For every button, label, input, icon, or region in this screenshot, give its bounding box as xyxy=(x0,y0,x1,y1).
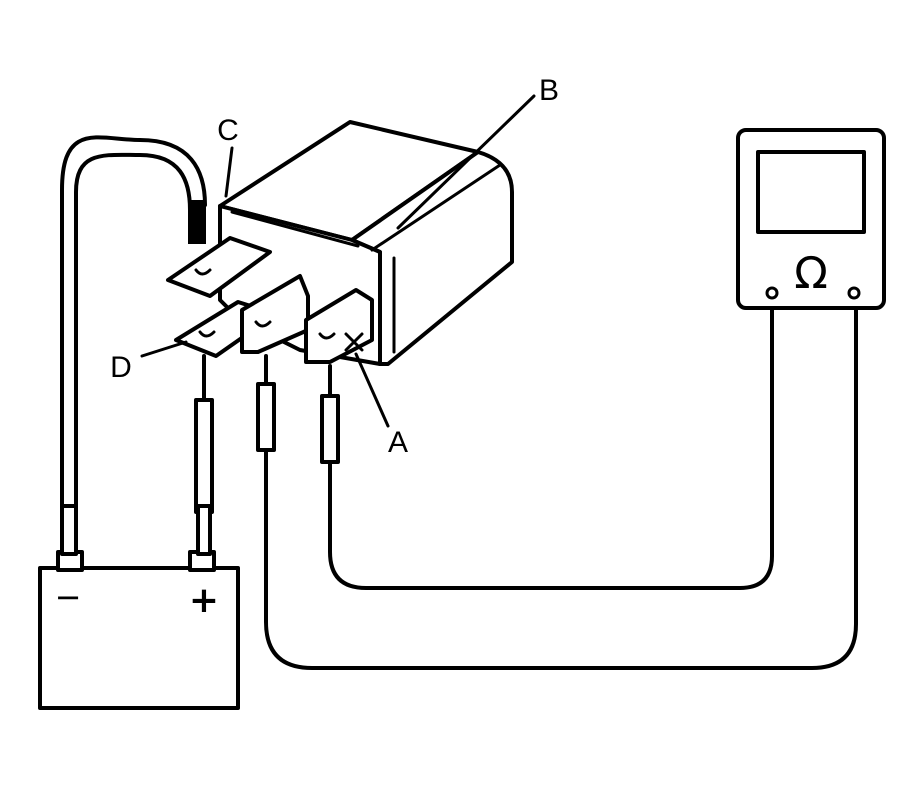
relay xyxy=(166,120,514,366)
lead-2-probe xyxy=(320,394,340,464)
ohmmeter-display xyxy=(756,150,866,234)
terminal-c xyxy=(166,236,272,298)
leader-b xyxy=(396,94,536,230)
negative-wire-outer xyxy=(60,135,207,512)
leader-d xyxy=(140,340,188,358)
leader-c xyxy=(224,146,234,198)
callouts: C B D A xyxy=(110,74,559,459)
terminal-a-slot xyxy=(318,332,336,340)
lead-2-wire xyxy=(328,298,774,590)
battery-positive-label: + xyxy=(189,580,219,621)
relay-side-face xyxy=(350,150,514,366)
negative-jumper-wire xyxy=(60,135,207,556)
relay-edge-1 xyxy=(230,210,360,248)
ohm-symbol: Ω xyxy=(794,248,828,299)
negative-wire-inner xyxy=(74,152,192,512)
label-c: C xyxy=(217,114,239,147)
negative-wire-end xyxy=(188,200,206,244)
leader-a xyxy=(354,352,390,428)
terminal-d-slot xyxy=(198,330,216,338)
ohmmeter-jack-right xyxy=(847,286,861,300)
battery: − + xyxy=(38,550,240,710)
battery-case xyxy=(38,566,240,710)
label-d: D xyxy=(110,351,132,384)
negative-wire-clip xyxy=(60,504,78,556)
terminal-middle-slot xyxy=(254,320,272,328)
ohmmeter: Ω xyxy=(736,128,886,310)
terminal-a-mark xyxy=(344,332,364,352)
battery-negative-label: − xyxy=(55,578,82,616)
positive-wire-probe xyxy=(194,398,214,514)
positive-wire-clip xyxy=(196,504,212,556)
meter-test-leads xyxy=(256,298,858,670)
relay-edge-2 xyxy=(370,163,502,252)
lead-1-wire xyxy=(264,298,858,670)
terminal-c-slot xyxy=(194,268,212,276)
label-b: B xyxy=(539,74,559,107)
ohmmeter-jack-left xyxy=(765,286,779,300)
label-a: A xyxy=(388,426,408,459)
lead-1-probe xyxy=(256,382,276,452)
positive-jumper-wire xyxy=(194,354,214,556)
